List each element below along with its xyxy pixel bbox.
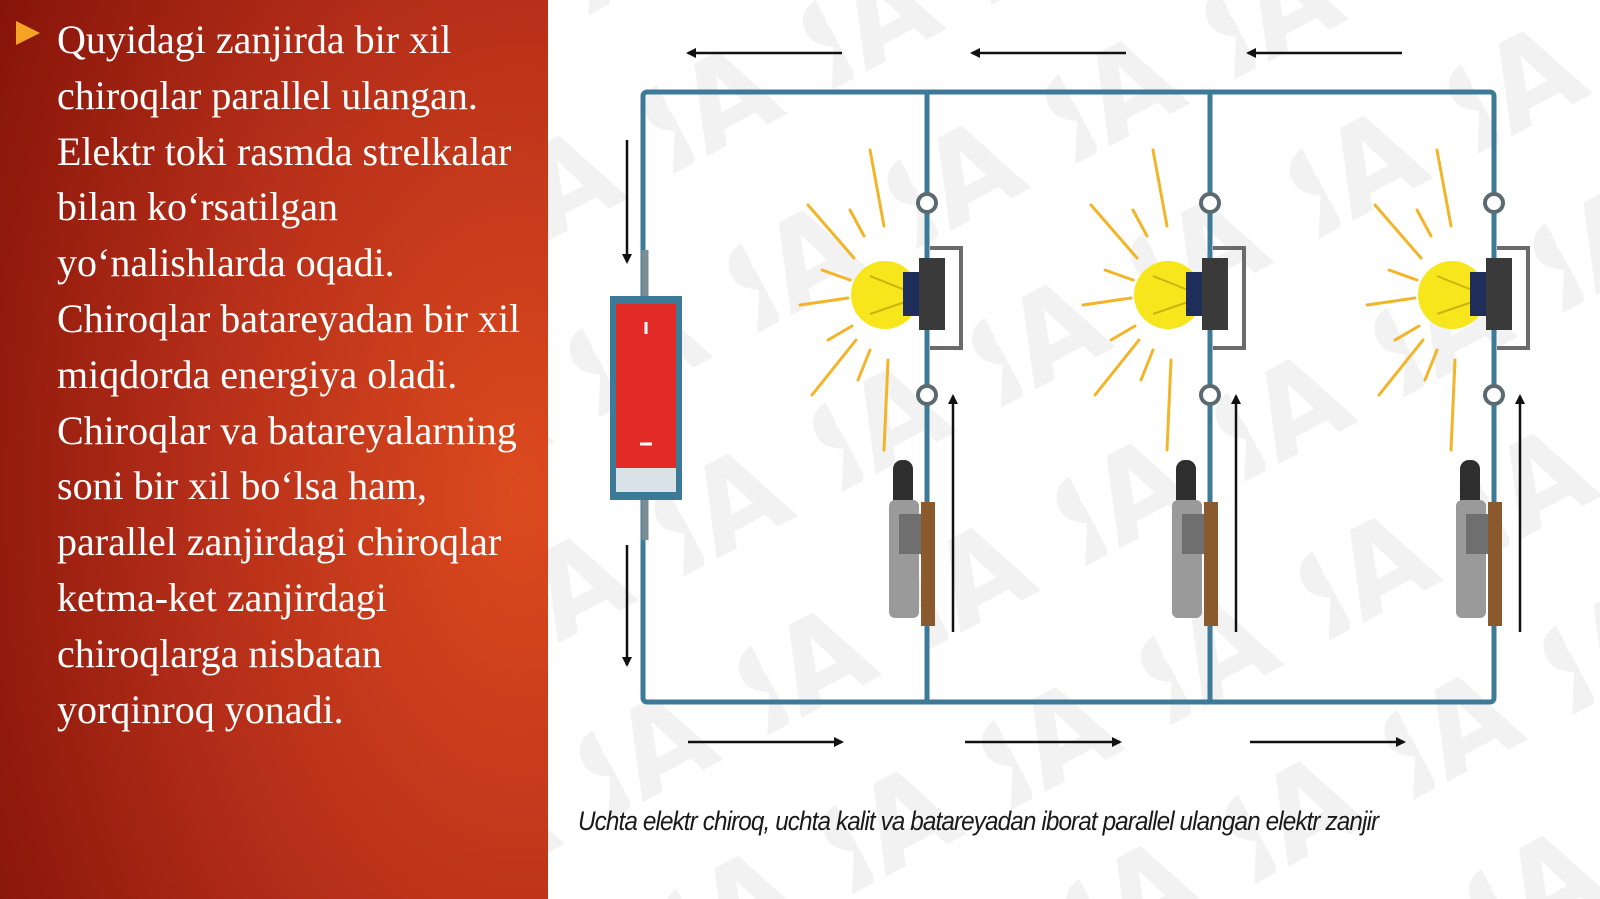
- light-bulb-icon: [851, 261, 919, 329]
- figure-caption: Uchta elektr chiroq, uchta kalit va bata…: [578, 806, 1379, 836]
- bulb-switch-unit: [798, 148, 963, 632]
- bulb-socket: [919, 258, 945, 330]
- diagram-panel: A Я: [548, 0, 1600, 899]
- light-rays: [798, 148, 890, 452]
- text-panel: Quyidagi zanjirda bir xil chiroqlar para…: [0, 0, 548, 899]
- bullet-text: Quyidagi zanjirda bir xil chiroqlar para…: [57, 17, 521, 732]
- battery-icon: [610, 250, 682, 540]
- parallel-circuit-diagram: A Я: [548, 0, 1600, 899]
- knife-switch-icon: [889, 460, 935, 626]
- text-panel-background: [0, 0, 548, 899]
- triangle-right-icon: [16, 21, 40, 45]
- watermark-pattern: [548, 0, 1600, 899]
